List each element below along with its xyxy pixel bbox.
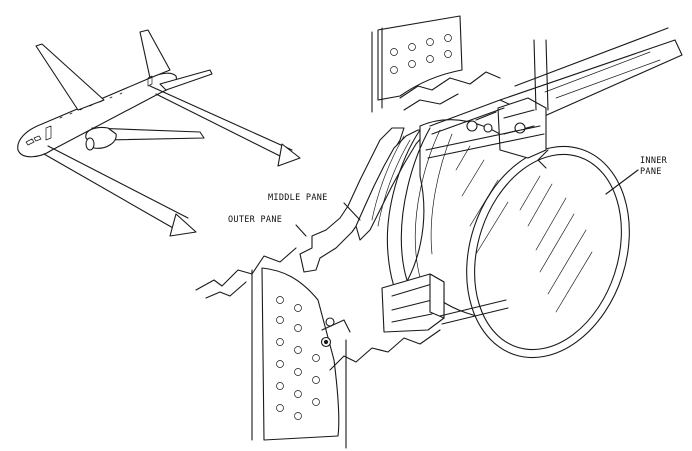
outer-pane-leader <box>295 224 307 237</box>
inner-pane-label-line1: INNER <box>640 156 668 166</box>
outer-pane-label: OUTER PANE <box>228 215 282 225</box>
upper-fuselage-panel <box>377 15 463 101</box>
inner-pane <box>466 145 630 359</box>
airplane-tail-fin <box>139 29 171 79</box>
airplane-far-wing <box>35 43 105 111</box>
middle-pane-label: MIDDLE PANE <box>268 193 328 203</box>
lower-fuselage-panel <box>261 267 340 441</box>
lower-clip-bracket <box>320 273 445 348</box>
window-assembly <box>195 15 683 449</box>
middle-pane-leader <box>343 202 361 221</box>
upper-clip-bracket <box>466 39 549 169</box>
airplane-illustration <box>17 29 213 158</box>
callout-arrows <box>43 85 301 237</box>
inner-pane-leader <box>605 169 639 195</box>
inner-pane-label-line2: PANE <box>640 167 662 177</box>
outer-pane-frame <box>299 127 405 273</box>
labels: MIDDLE PANE OUTER PANE INNER PANE <box>228 156 668 237</box>
airplane-fuselage <box>17 72 177 158</box>
airplane-horizontal-stabilizer <box>159 69 213 91</box>
